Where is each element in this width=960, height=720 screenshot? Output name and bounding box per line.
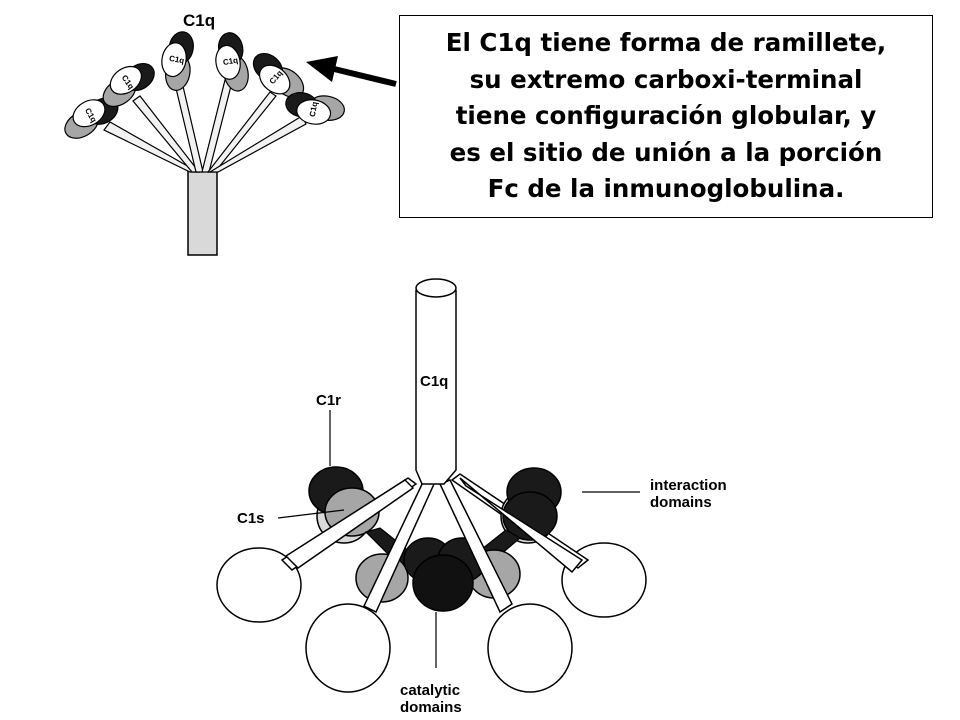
- callout-line-5: Fc de la inmunoglobulina.: [487, 174, 845, 204]
- c1r-label: C1r: [316, 392, 341, 409]
- c1q-head-right-front: [487, 603, 573, 693]
- c1q-label: C1q: [420, 373, 448, 390]
- c1q-bouquet-diagram: C1q C1q C1q C1q: [64, 11, 345, 256]
- c1q-stalk-cylinder: [415, 278, 457, 485]
- c1q-title: C1q: [183, 11, 215, 30]
- c1q-stalk: [187, 169, 218, 256]
- label-leaders: [277, 410, 640, 668]
- svg-text:C1q: C1q: [222, 56, 239, 68]
- c1q-head-2: C1q: [102, 62, 155, 108]
- callout-line-1: El C1q tiene forma de ramillete,: [445, 28, 887, 58]
- svg-text:C1q: C1q: [168, 54, 185, 66]
- catalytic-domains-label-2: domains: [400, 699, 462, 716]
- pointer-arrow: [306, 56, 397, 87]
- callout-line-4: es el sitio de unión a la porción: [449, 137, 883, 167]
- svg-text:C1q: C1q: [308, 101, 320, 118]
- c1q-head-3: C1q: [161, 31, 194, 91]
- c1q-arms: [103, 79, 307, 173]
- callout-line-3: tiene configuración globular, y: [455, 101, 877, 131]
- description-callout: El C1q tiene forma de ramillete, su extr…: [399, 15, 933, 218]
- c1s-label: C1s: [237, 510, 265, 527]
- catalytic-domain-shapes: [403, 537, 487, 612]
- c1q-head-4: C1q: [215, 32, 249, 92]
- catalytic-domains-label-1: catalytic: [400, 682, 460, 699]
- c1q-head-6: C1q: [285, 92, 345, 125]
- callout-line-2: su extremo carboxi-terminal: [469, 64, 863, 94]
- c1q-head-5: C1q: [252, 52, 305, 99]
- interaction-domains-label-2: domains: [650, 494, 712, 511]
- c1-complex: C1q C1r C1s interaction domains catalyti…: [216, 278, 727, 716]
- c1q-head-left-front: [305, 603, 391, 693]
- c1r-c1s-right: [467, 467, 562, 573]
- interaction-domains-label-1: interaction: [650, 477, 727, 494]
- c1q-head-left-far: [216, 547, 302, 623]
